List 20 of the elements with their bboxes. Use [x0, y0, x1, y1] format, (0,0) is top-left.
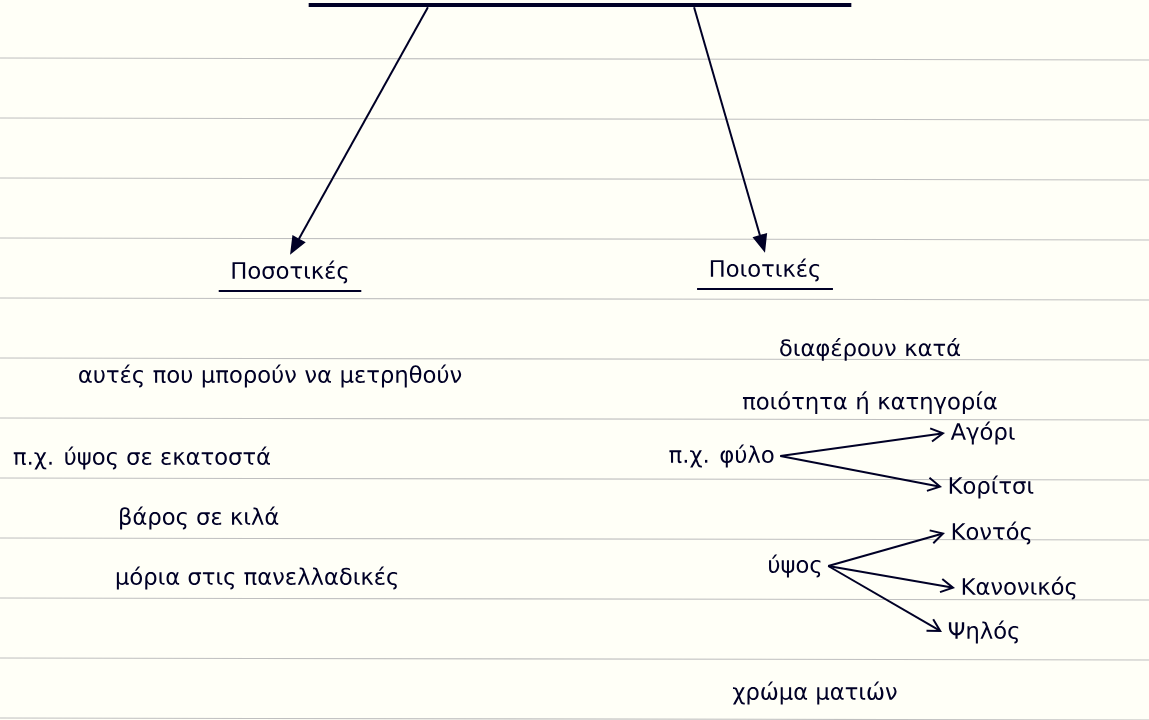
category-text: Αγόρι	[950, 421, 1015, 445]
arrow	[827, 565, 955, 594]
note-text: βάρος σε κιλά	[120, 506, 279, 530]
category-text: ύψος	[769, 554, 821, 578]
note-text: χρώμα ματιών	[733, 681, 897, 705]
arrow	[827, 565, 942, 632]
category-text: π.χ. φύλο	[669, 444, 774, 468]
category-text: Ψηλός	[948, 620, 1019, 644]
category-text: Κορίτσι	[949, 475, 1034, 499]
arrow	[779, 455, 942, 492]
arrow	[827, 529, 945, 567]
note-text: μόρια στις πανελλαδικές	[116, 566, 398, 590]
category-text: Κοντός	[952, 521, 1031, 545]
heading-text: Ποσοτικές	[218, 260, 362, 293]
underline-bar	[308, 3, 852, 7]
category-text: Κανονικός	[962, 576, 1076, 600]
note-text: διαφέρουν κατά ποιότητα ή κατηγορία	[742, 337, 997, 415]
heading-text: Ποιοτικές	[697, 258, 833, 291]
note-text: αυτές που μπορούν να μετρηθούν	[79, 364, 462, 388]
note-text: π.χ. ύψος σε εκατοστά	[13, 446, 270, 470]
